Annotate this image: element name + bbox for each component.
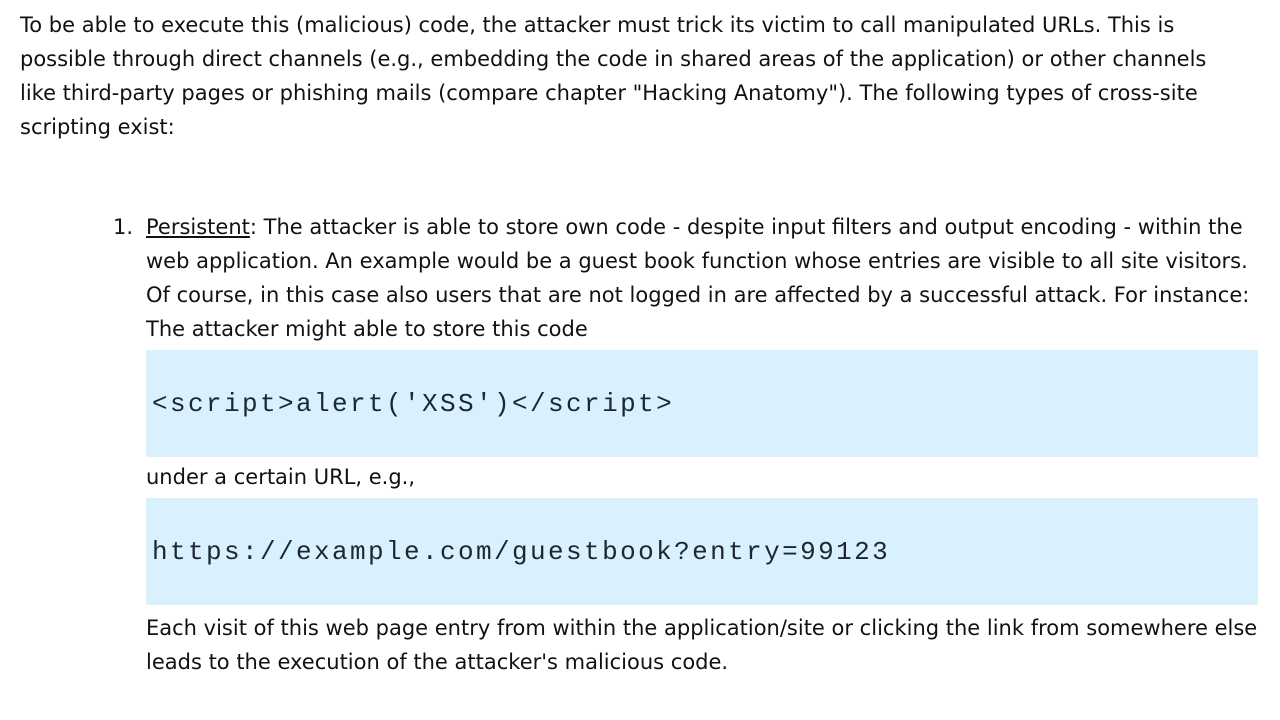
persistent-paragraph: Persistent: The attacker is able to stor… (146, 210, 1258, 346)
list-item-persistent: Persistent: The attacker is able to stor… (146, 210, 1258, 679)
code-block-guestbook-url: https://example.com/guestbook?entry=9912… (146, 498, 1258, 605)
list-marker: 1. (112, 215, 133, 239)
persistent-description: : The attacker is able to store own code… (146, 215, 1250, 341)
closing-paragraph: Each visit of this web page entry from w… (146, 616, 1258, 674)
intro-paragraph: To be able to execute this (malicious) c… (20, 13, 1207, 139)
code-block-xss-script: <script>alert('XSS')</script> (146, 350, 1258, 457)
term-persistent: Persistent (146, 215, 250, 239)
xss-types-list: 1. Persistent: The attacker is able to s… (107, 210, 1258, 679)
url-intro-text: under a certain URL, e.g., (146, 465, 416, 489)
